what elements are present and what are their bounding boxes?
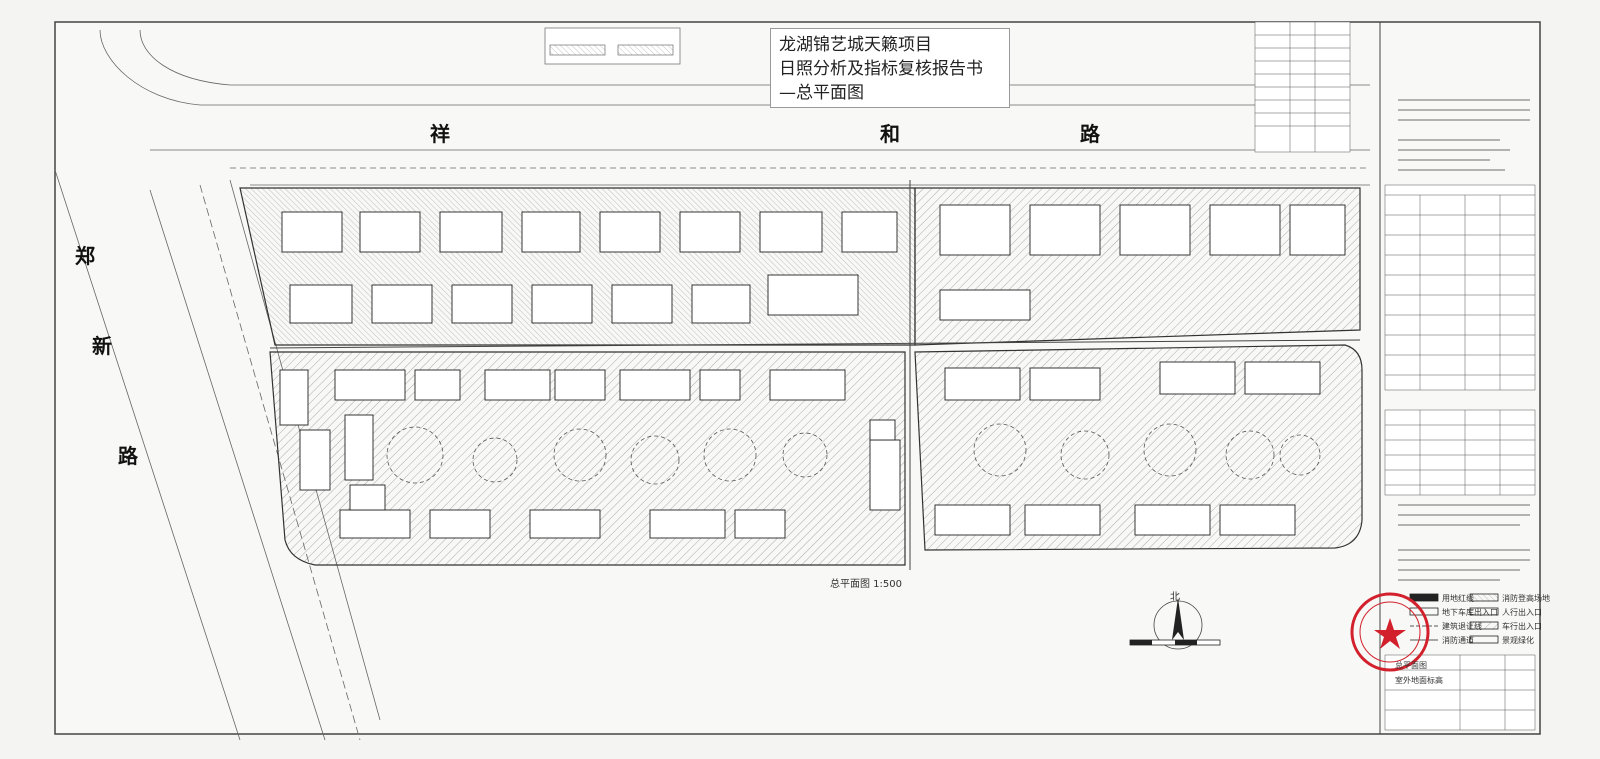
title-line-2: 日照分析及指标复核报告书: [779, 59, 983, 79]
west-road-char-2: 新: [92, 334, 112, 358]
south-parcel: [269, 344, 1363, 566]
plan-caption: 总平面图 1:500: [830, 579, 902, 590]
official-stamp: [1350, 592, 1430, 672]
legend-label-8: 景观绿化: [1502, 636, 1534, 645]
legend-label-1: 用地红线: [1442, 594, 1474, 603]
legend-label-5: 消防登高场地: [1502, 594, 1550, 603]
north-parcel: [239, 187, 1361, 346]
right-panel-text-lines: [1398, 99, 1530, 581]
west-road-char-3: 路: [118, 444, 138, 468]
north-road-char-1: 祥: [430, 122, 450, 146]
title-line-1: 龙湖锦艺城天籁项目: [779, 35, 932, 55]
north-road-char-2: 和: [880, 122, 900, 146]
title-box: 龙湖锦艺城天籁项目 日照分析及指标复核报告书 —总平面图: [770, 28, 1010, 108]
internal-road: [269, 339, 1361, 349]
legend-label-6: 人行出入口: [1502, 608, 1542, 617]
scale-bar: [1129, 639, 1221, 646]
west-road-char-1: 郑: [75, 244, 95, 268]
right-panel-tables: [1384, 184, 1536, 731]
legend-label-3: 建筑退让线: [1442, 622, 1482, 631]
title-line-3: —总平面图: [779, 83, 864, 103]
north-road-char-3: 路: [1080, 122, 1100, 146]
legend-label-4: 消防通道: [1442, 636, 1474, 645]
info-table: [1254, 21, 1351, 153]
legend-label-7: 车行出入口: [1502, 622, 1542, 631]
north-arrow: [1153, 598, 1203, 650]
legend-label-9: 总平面图: [1395, 661, 1427, 670]
legend-label-10: 室外地面标高: [1395, 676, 1443, 685]
north-label: 北: [1170, 592, 1180, 603]
north-road: [99, 29, 1370, 186]
legend-label-2: 地下车库出入口: [1442, 608, 1498, 617]
